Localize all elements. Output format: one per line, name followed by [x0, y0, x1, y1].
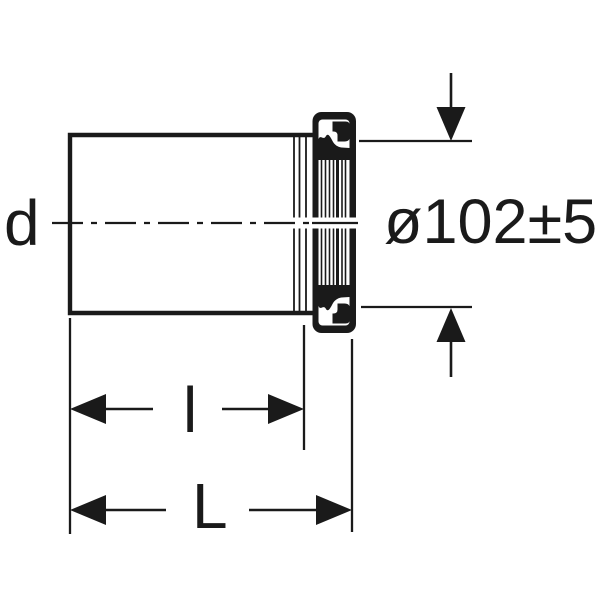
dimension-total-length: L: [70, 339, 354, 542]
gasket-seal-lip-bottom: [318, 285, 350, 311]
gasket-hook-bottom: [332, 303, 350, 324]
arrow-down-icon: [436, 107, 466, 141]
dimension-insertion-length: l: [68, 318, 306, 534]
gasket-seal-lip-top: [318, 134, 350, 160]
insertion-length-label: l: [183, 374, 197, 446]
arrow-right-icon: [316, 495, 352, 525]
gasket-hook-top: [332, 121, 350, 142]
arrow-left-icon: [70, 394, 106, 424]
arrow-up-icon: [436, 308, 466, 342]
pipe-diameter-label: d: [4, 187, 40, 259]
arrow-left-icon: [70, 495, 106, 525]
diameter-label: ø102±5: [384, 187, 597, 257]
dimension-diameter: ø102±5: [359, 73, 597, 377]
arrow-right-icon: [268, 394, 304, 424]
total-length-label: L: [192, 470, 228, 542]
